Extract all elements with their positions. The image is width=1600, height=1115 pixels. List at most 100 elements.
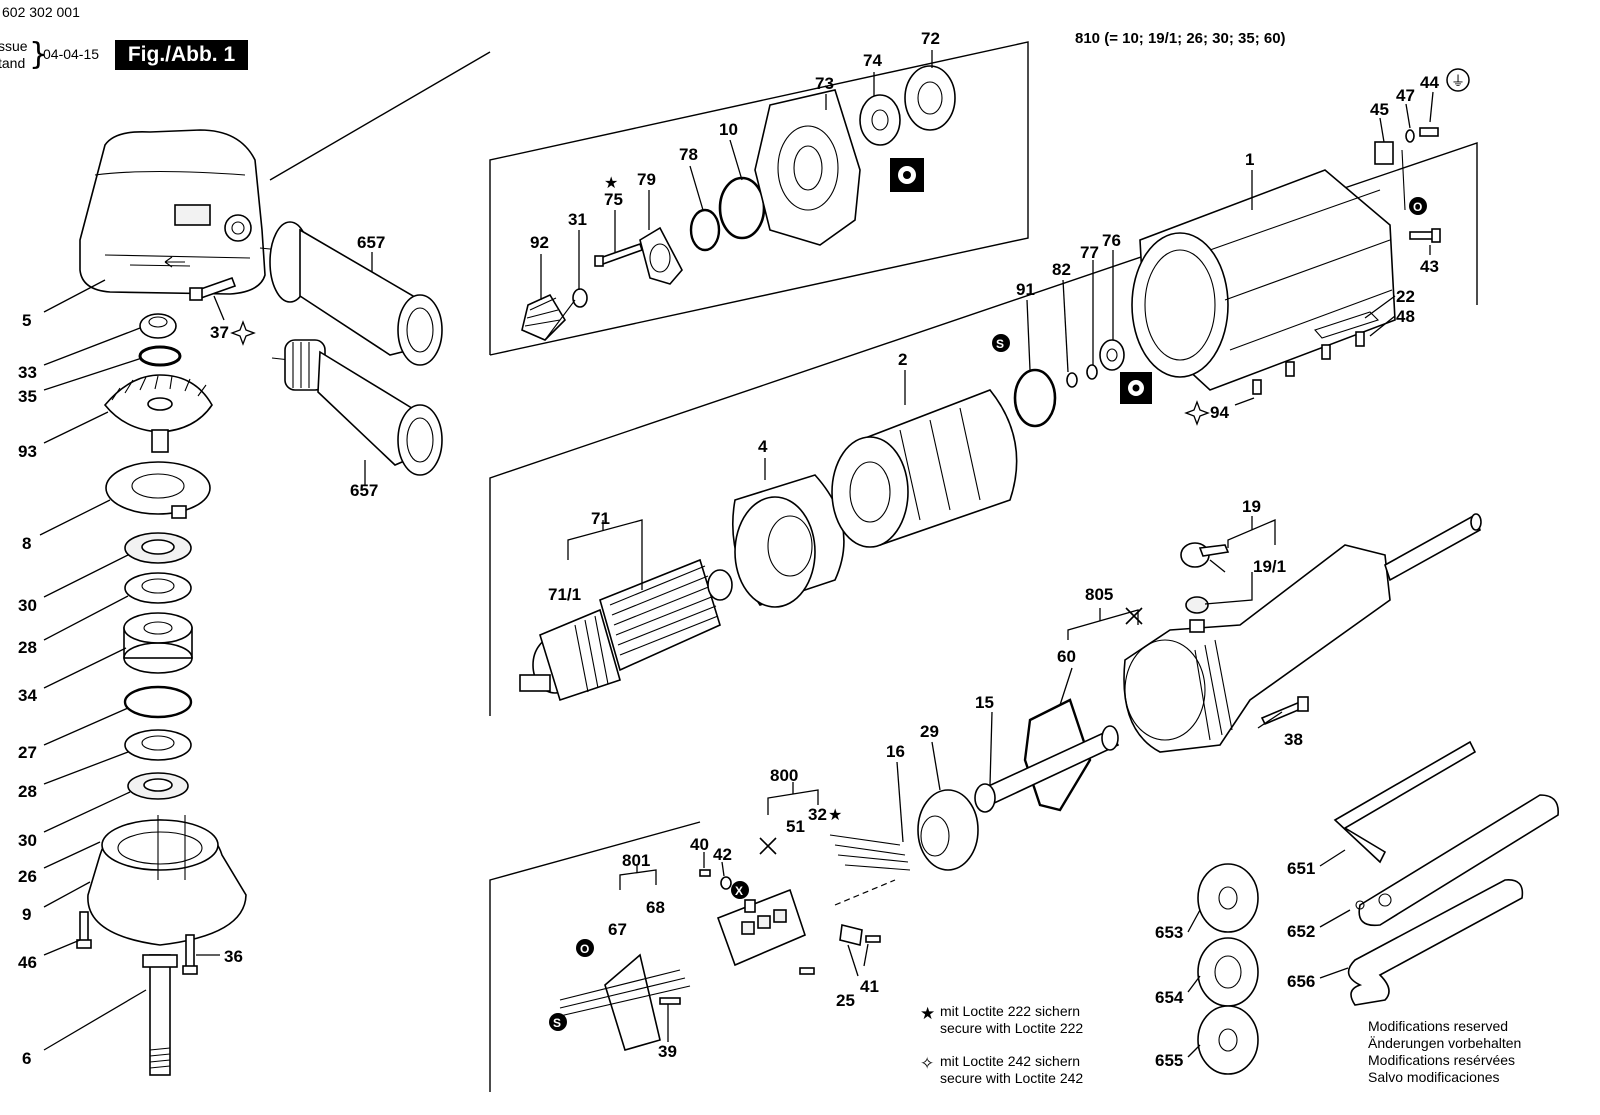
frame-motor	[489, 142, 1478, 716]
callout-800: 800	[770, 766, 798, 785]
svg-text:S: S	[553, 1016, 561, 1030]
callout-77: 77	[1080, 243, 1099, 262]
modifications-notice: Modifications reserved Änderungen vorbeh…	[1368, 1018, 1521, 1086]
bearing-76	[1099, 339, 1125, 371]
flange-8	[105, 461, 211, 519]
gasket-60	[1023, 698, 1092, 812]
callout-35: 35	[18, 387, 37, 406]
callout-5: 5	[22, 311, 31, 330]
pin-wrench-652	[1355, 794, 1559, 927]
ring-35	[138, 345, 182, 367]
callout-68: 68	[646, 898, 665, 917]
header-brace: }	[29, 37, 49, 72]
callout-41: 41	[860, 977, 879, 996]
bearing-symbol-top	[890, 158, 924, 192]
callout-19-1: 19/1	[1253, 557, 1286, 576]
switch-button-19	[1180, 542, 1230, 633]
hex-key-651	[1333, 740, 1477, 864]
issue-label: ssue	[0, 38, 28, 54]
svg-text:X: X	[735, 884, 743, 898]
o-marker-icon-1: O	[1409, 197, 1427, 215]
o-marker-icon-2: O	[576, 939, 594, 957]
callout-651: 651	[1287, 859, 1315, 878]
nut-654	[1197, 937, 1259, 1007]
svg-text:⏚: ⏚	[1451, 74, 1465, 90]
cable-clamp-45	[1374, 127, 1439, 211]
ring-27	[123, 685, 193, 719]
screw-38	[1260, 696, 1309, 726]
leader-lines	[39, 50, 1434, 1058]
bearing-cover-79	[639, 226, 683, 285]
figure-label: Fig./Abb. 1	[115, 40, 248, 70]
armature-71	[519, 558, 733, 702]
stand-label: tand	[0, 55, 26, 71]
fan-baffle-4	[732, 474, 845, 608]
washer-28b	[124, 729, 192, 761]
callout-657a: 657	[357, 233, 385, 252]
callout-2: 2	[898, 350, 907, 369]
callout-39: 39	[658, 1042, 677, 1061]
bearing-symbol-motor	[1120, 372, 1152, 404]
callout-801: 801	[622, 851, 650, 870]
gear-housing-5	[79, 129, 266, 295]
bearing-flange-73	[754, 89, 861, 246]
s-marker-icon-2: S	[549, 1013, 567, 1031]
callout-1: 1	[1245, 150, 1254, 169]
callout-805: 805	[1085, 585, 1113, 604]
callout-6: 6	[22, 1049, 31, 1068]
ring-91	[1013, 368, 1057, 428]
callout-71-1: 71/1	[548, 585, 581, 604]
callout-94: 94	[1210, 403, 1229, 422]
callout-91: 91	[1016, 280, 1035, 299]
screw-39	[659, 997, 681, 1005]
callout-26: 26	[18, 867, 37, 886]
callout-79: 79	[637, 170, 656, 189]
ball-bearing-74	[859, 94, 901, 146]
screw-43	[1409, 228, 1441, 243]
frame-handle	[489, 821, 701, 1092]
callout-82: 82	[1052, 260, 1071, 279]
modifications-line: Änderungen vorbehalten	[1368, 1035, 1522, 1051]
callout-46: 46	[18, 953, 37, 972]
legend-star-de: mit Loctite 222 sichern	[940, 1003, 1081, 1019]
callout-labels: 5 33 35 93 8 30 28 34 27 28 30 26 9 46 6…	[18, 29, 1439, 1070]
callout-47: 47	[1396, 86, 1415, 105]
legend-diamond-icon: ✧	[920, 1054, 935, 1074]
frame-left-line	[269, 51, 491, 181]
svg-text:S: S	[996, 337, 1004, 351]
legend-diamond-en: secure with Loctite 242	[940, 1070, 1084, 1086]
assembly-note: 810 (= 10; 19/1; 26; 30; 35; 60)	[1075, 30, 1286, 47]
callout-42: 42	[713, 845, 732, 864]
x-marker-icon: X	[731, 881, 749, 899]
modifications-line: Modifications resérvées	[1368, 1052, 1516, 1068]
callout-25: 25	[836, 991, 855, 1010]
handle-housing	[1123, 544, 1391, 753]
o-ring-10	[718, 176, 766, 240]
crossed-wrench-icon-2	[759, 837, 777, 855]
callout-653: 653	[1155, 923, 1183, 942]
callout-655: 655	[1155, 1051, 1183, 1070]
ring-78	[689, 208, 721, 252]
washer-28a	[124, 572, 192, 604]
callout-48: 48	[1396, 307, 1415, 326]
callout-28a: 28	[18, 638, 37, 657]
issue-date: 04-04-15	[43, 46, 100, 62]
callout-72: 72	[921, 29, 940, 48]
callout-34: 34	[18, 686, 37, 705]
modifications-line: Modifications reserved	[1368, 1018, 1509, 1034]
bearing-flange-9	[87, 815, 247, 946]
diamond-icon-37	[230, 320, 256, 346]
callout-29: 29	[920, 722, 939, 741]
callout-33: 33	[18, 363, 37, 382]
callout-15: 15	[975, 693, 994, 712]
callout-67: 67	[608, 920, 627, 939]
callout-32: 32	[808, 805, 827, 824]
screw-37	[189, 276, 237, 301]
frame-gear-head	[489, 41, 1029, 356]
legend-star-icon: ★	[920, 1004, 936, 1024]
open-end-wrench-656	[1347, 879, 1524, 1006]
callout-30b: 30	[18, 831, 37, 850]
callout-28b: 28	[18, 782, 37, 801]
